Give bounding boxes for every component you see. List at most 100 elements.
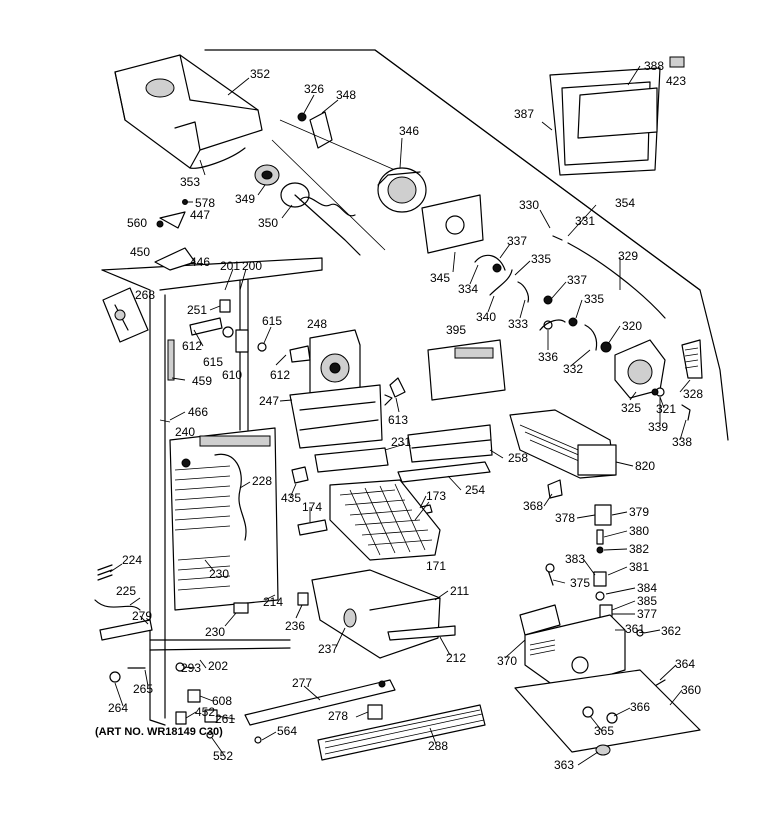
label-225: 225 <box>116 584 136 598</box>
label-382: 382 <box>629 542 649 556</box>
part-325-motor <box>614 339 703 421</box>
label-353: 353 <box>180 175 200 189</box>
part-370-361-unit <box>519 604 666 691</box>
label-258: 258 <box>508 451 528 465</box>
part-248-housing <box>289 329 361 401</box>
label-254: 254 <box>465 483 485 497</box>
label-335b: 335 <box>584 292 604 306</box>
label-349: 349 <box>235 192 255 206</box>
label-337a: 337 <box>507 234 527 248</box>
label-387: 387 <box>514 107 534 121</box>
label-288: 288 <box>428 739 448 753</box>
label-610: 610 <box>222 368 242 382</box>
label-346: 346 <box>399 124 419 138</box>
label-321: 321 <box>656 402 676 416</box>
label-380: 380 <box>629 524 649 538</box>
label-333: 333 <box>508 317 528 331</box>
label-265: 265 <box>133 682 153 696</box>
label-236: 236 <box>285 619 305 633</box>
label-279: 279 <box>132 609 152 623</box>
label-377: 377 <box>637 607 657 621</box>
label-237: 237 <box>318 642 338 656</box>
label-395: 395 <box>446 323 466 337</box>
label-228: 228 <box>252 474 272 488</box>
label-325: 325 <box>621 401 641 415</box>
label-335a: 335 <box>531 252 551 266</box>
label-224: 224 <box>122 553 142 567</box>
label-552: 552 <box>213 749 233 763</box>
part-224 <box>97 564 113 581</box>
label-330: 330 <box>519 198 539 212</box>
part-350-auger <box>280 182 361 256</box>
label-384: 384 <box>637 581 657 595</box>
label-363: 363 <box>554 758 574 772</box>
part-277-rail <box>244 679 396 726</box>
part-268 <box>102 287 149 343</box>
label-345: 345 <box>430 271 450 285</box>
label-173: 173 <box>426 489 446 503</box>
label-615a: 615 <box>262 314 282 328</box>
part-247-bracket <box>289 384 389 473</box>
label-251: 251 <box>187 303 207 317</box>
art-number: (ART NO. WR18149 C30) <box>95 726 223 738</box>
label-564: 564 <box>277 724 297 738</box>
label-337b: 337 <box>567 273 587 287</box>
label-466: 466 <box>188 405 208 419</box>
label-332: 332 <box>563 362 583 376</box>
label-360: 360 <box>681 683 701 697</box>
label-612b: 612 <box>270 368 290 382</box>
leader-lines <box>109 65 691 766</box>
part-346-motor <box>271 119 427 251</box>
label-388: 388 <box>644 59 664 73</box>
part-225-279 <box>94 599 153 641</box>
part-608-452-261 <box>175 689 262 744</box>
label-381: 381 <box>629 560 649 574</box>
label-820: 820 <box>635 459 655 473</box>
label-435: 435 <box>281 491 301 505</box>
label-362: 362 <box>661 624 681 638</box>
label-375: 375 <box>570 576 590 590</box>
label-379: 379 <box>629 505 649 519</box>
label-320: 320 <box>622 319 642 333</box>
label-230b: 230 <box>205 625 225 639</box>
label-214: 214 <box>263 595 283 609</box>
label-200: 200 <box>242 259 262 273</box>
label-268: 268 <box>135 288 155 302</box>
label-211: 211 <box>450 584 469 598</box>
label-450: 450 <box>130 245 150 259</box>
label-247: 247 <box>259 394 279 408</box>
label-365: 365 <box>594 724 614 738</box>
label-452: 452 <box>195 705 215 719</box>
label-560: 560 <box>127 216 147 230</box>
label-354: 354 <box>615 196 635 210</box>
label-361: 361 <box>625 622 645 636</box>
label-613: 613 <box>388 413 408 427</box>
label-459: 459 <box>192 374 212 388</box>
part-251-612-615 <box>167 299 267 381</box>
part-613-fan <box>384 377 406 406</box>
label-334: 334 <box>458 282 478 296</box>
label-578: 578 <box>195 196 215 210</box>
label-329: 329 <box>618 249 638 263</box>
label-230a: 230 <box>209 567 229 581</box>
label-264: 264 <box>108 701 128 715</box>
part-278 <box>367 704 383 720</box>
label-201: 201 <box>220 259 240 273</box>
label-612a: 612 <box>182 339 202 353</box>
label-212: 212 <box>446 651 466 665</box>
label-240: 240 <box>175 425 195 439</box>
part-326-348 <box>297 111 333 149</box>
part-360-base <box>514 669 701 756</box>
label-615b: 615 <box>203 355 223 369</box>
part-387-panel <box>549 56 685 176</box>
part-174-435 <box>291 466 328 536</box>
label-423: 423 <box>666 74 686 88</box>
part-228-evaporator <box>169 427 279 611</box>
label-446: 446 <box>190 255 210 269</box>
part-334-340-333 <box>474 235 666 353</box>
part-820-icemaker <box>509 409 617 479</box>
label-261: 261 <box>215 712 235 726</box>
callout-labels: 352 326 348 346 388 423 387 353 349 350 … <box>95 59 703 772</box>
